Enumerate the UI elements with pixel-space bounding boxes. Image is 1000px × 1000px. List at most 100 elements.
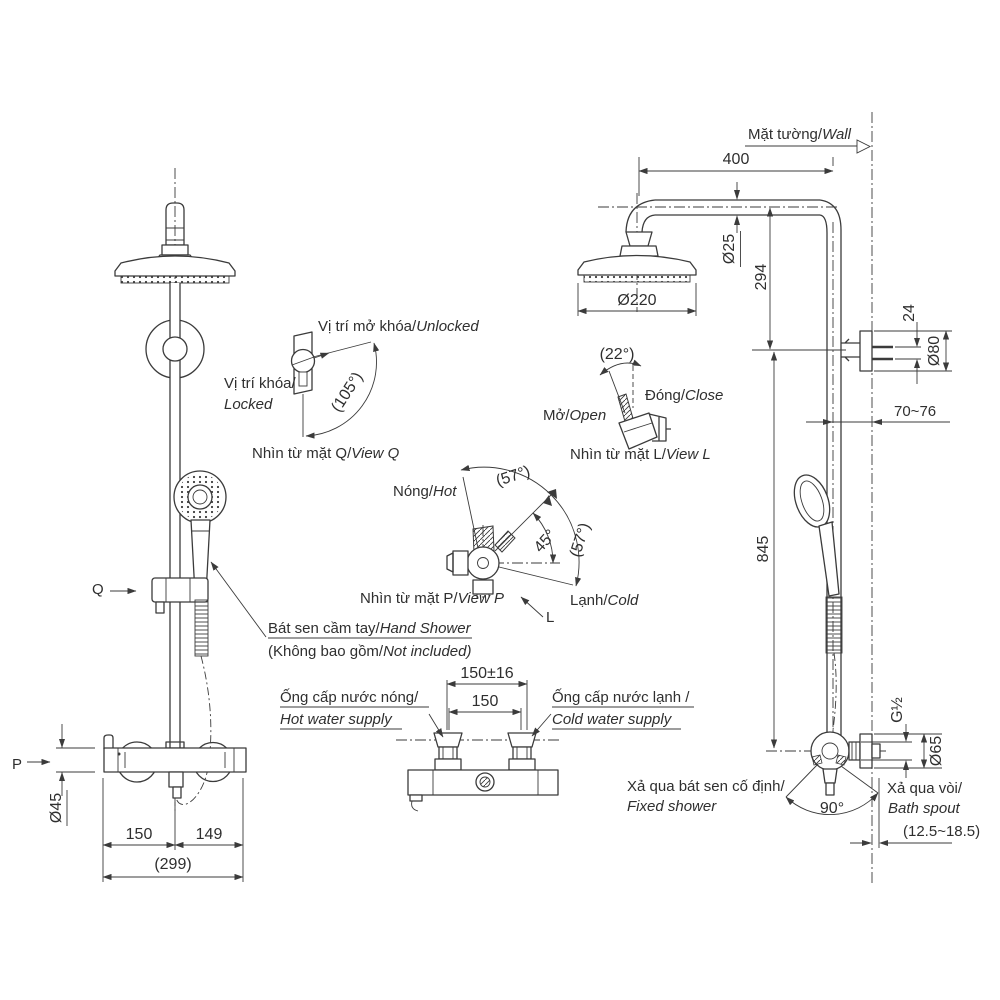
lever-side-view [617,393,671,450]
unlocked-label-vi: Vị trí mở khóa/ [318,318,417,335]
svg-text:Ống cấp nước lạnh /: Ống cấp nước lạnh / [552,688,690,706]
dim-valve-flange-diameter: Ø65 [874,733,945,769]
svg-text:G½: G½ [889,697,906,723]
dim-thread: G½ [861,697,912,778]
hand-shower-label-en: Hand Shower [380,620,472,637]
open-label-en: Open [570,407,607,424]
view-q-title-en: View Q [351,445,399,462]
svg-text:Ø45: Ø45 [48,793,65,823]
ring-knob [162,336,188,362]
cold-direction-line [498,566,574,586]
not-included-vi: (Không bao gồm/ [268,643,384,660]
dim-arm-length: 400 [638,151,834,196]
close-label-en: Close [685,387,723,404]
unlocked-direction-line [312,341,372,358]
l-arrow [520,596,544,618]
hand-shower-front [173,470,227,595]
svg-text:150±16: 150±16 [460,665,513,682]
hot-supply-label: Ống cấp nước nóng/ Hot water supply [280,688,444,738]
lock-angle-arc [305,342,380,439]
hot-angle-value: (57°) [494,463,532,490]
svg-text:400: 400 [723,151,750,168]
svg-text:Nhìn từ mặt P/View P: Nhìn từ mặt P/View P [360,590,504,607]
side-view: Mặt tường/Wall [577,112,980,884]
svg-text:149: 149 [196,826,223,843]
wall-mount-connector [841,330,893,372]
view-l-title-en: View L [666,446,711,463]
svg-text:Nóng/Hot: Nóng/Hot [393,483,457,500]
open-angle-arc [599,359,642,376]
swivel-angle-value: 90° [820,800,844,817]
valve-body-front [407,769,559,812]
view-l-diagram: (22°) Đóng/Close Mở/Open Nhìn từ mặt L/V… [543,346,723,463]
view-p-title-vi: Nhìn từ mặt P/ [360,590,458,607]
locked-label-vi: Vị trí khóa/ [224,375,297,392]
dim-valve-spans: 150 149 (299) [102,778,244,882]
slide-bracket [151,577,209,614]
svg-text:Ø80: Ø80 [926,336,943,366]
hot-supply-en: Hot water supply [280,711,393,728]
mid-angle-value: 45° [531,527,560,556]
svg-text:70~76: 70~76 [894,403,936,420]
hot-supply-union [433,732,463,771]
safety-button [103,734,114,749]
svg-text:Vị trí khóa/: Vị trí khóa/ [224,375,297,392]
svg-text:Ống cấp nước nóng/: Ống cấp nước nóng/ [280,688,419,706]
dim-column-height: 845 [755,351,778,749]
bath-spout-label: Xả qua vòi/ Bath spout [887,780,963,817]
arc-mid-arrow-down [547,489,557,499]
cold-supply-en: Cold water supply [552,711,673,728]
rain-shower-head-side [577,231,697,283]
svg-text:Mặt tường/Wall: Mặt tường/Wall [748,126,852,143]
dim-wall-offset: 70~76 [806,403,950,425]
hand-shower-hose [174,599,212,805]
view-p-diagram: (57°) (57°) 45° Nóng/Hot Lạnh/Cold Nhìn … [360,463,639,626]
cold-supply-label: Ống cấp nước lạnh / Cold water supply [531,688,694,737]
svg-text:24: 24 [901,304,918,322]
fixed-shower-en: Fixed shower [627,798,717,815]
svg-text:Xả qua bát sen cố định/: Xả qua bát sen cố định/ [627,778,785,795]
cold-angle-value: (57°) [567,521,594,559]
dim-flange-diameter: Ø80 [874,330,952,372]
locked-label-en: Locked [224,396,273,413]
not-included-en: Not included) [383,643,471,660]
wall-label: Mặt tường/Wall [745,126,872,154]
svg-text:(12.5~18.5): (12.5~18.5) [903,823,980,840]
svg-text:Bát sen cầm tay/Hand Shower: Bát sen cầm tay/Hand Shower [268,620,472,637]
section-marker-l: L [546,609,554,626]
dim-valve-diameter: Ø45 [48,724,95,826]
svg-text:150: 150 [126,826,153,843]
arc-mid-arrow-up [543,495,552,506]
bath-spout-en: Bath spout [888,800,961,817]
svg-text:Nhìn từ mặt L/View L: Nhìn từ mặt L/View L [570,446,711,463]
svg-text:150: 150 [472,693,499,710]
dim-drop-height: 294 [752,207,846,351]
bath-spout-outlet [822,768,838,784]
dim-pipe-diameter: Ø25 [721,182,741,267]
svg-text:Mở/Open: Mở/Open [543,407,606,424]
hand-shower-label-vi: Bát sen cầm tay/ [268,620,381,637]
outlet-port [168,771,184,788]
thermostatic-valve-side [766,731,886,796]
svg-text:Nhìn từ mặt Q/View Q: Nhìn từ mặt Q/View Q [252,445,400,462]
svg-text:Lạnh/Cold: Lạnh/Cold [570,592,639,609]
svg-text:Xả qua vòi/: Xả qua vòi/ [887,780,963,797]
rain-shower-head-front [114,255,236,284]
hot-direction-line [462,476,479,549]
wall-label-en: Wall [822,126,852,143]
hot-supply-vi: Ống cấp nước nóng/ [280,688,419,706]
svg-text:(Không bao gồm/Not included): (Không bao gồm/Not included) [268,643,471,660]
mixer-valve-top-view [446,525,516,598]
wall-label-vi: Mặt tường/ [748,126,823,143]
close-label-vi: Đóng/ [645,387,686,404]
dim-bolt-spacing: 24 [895,304,921,384]
section-marker-q: Q [92,581,104,598]
cold-supply-union [507,732,537,771]
svg-text:Đóng/Close: Đóng/Close [645,387,723,404]
hand-shower-label: Bát sen cầm tay/Hand Shower (Không bao g… [210,561,472,660]
hand-shower-side [793,474,843,738]
mid-angle-arc [532,512,557,564]
open-label-vi: Mở/ [543,407,570,424]
hot-cold-arc [460,464,582,587]
